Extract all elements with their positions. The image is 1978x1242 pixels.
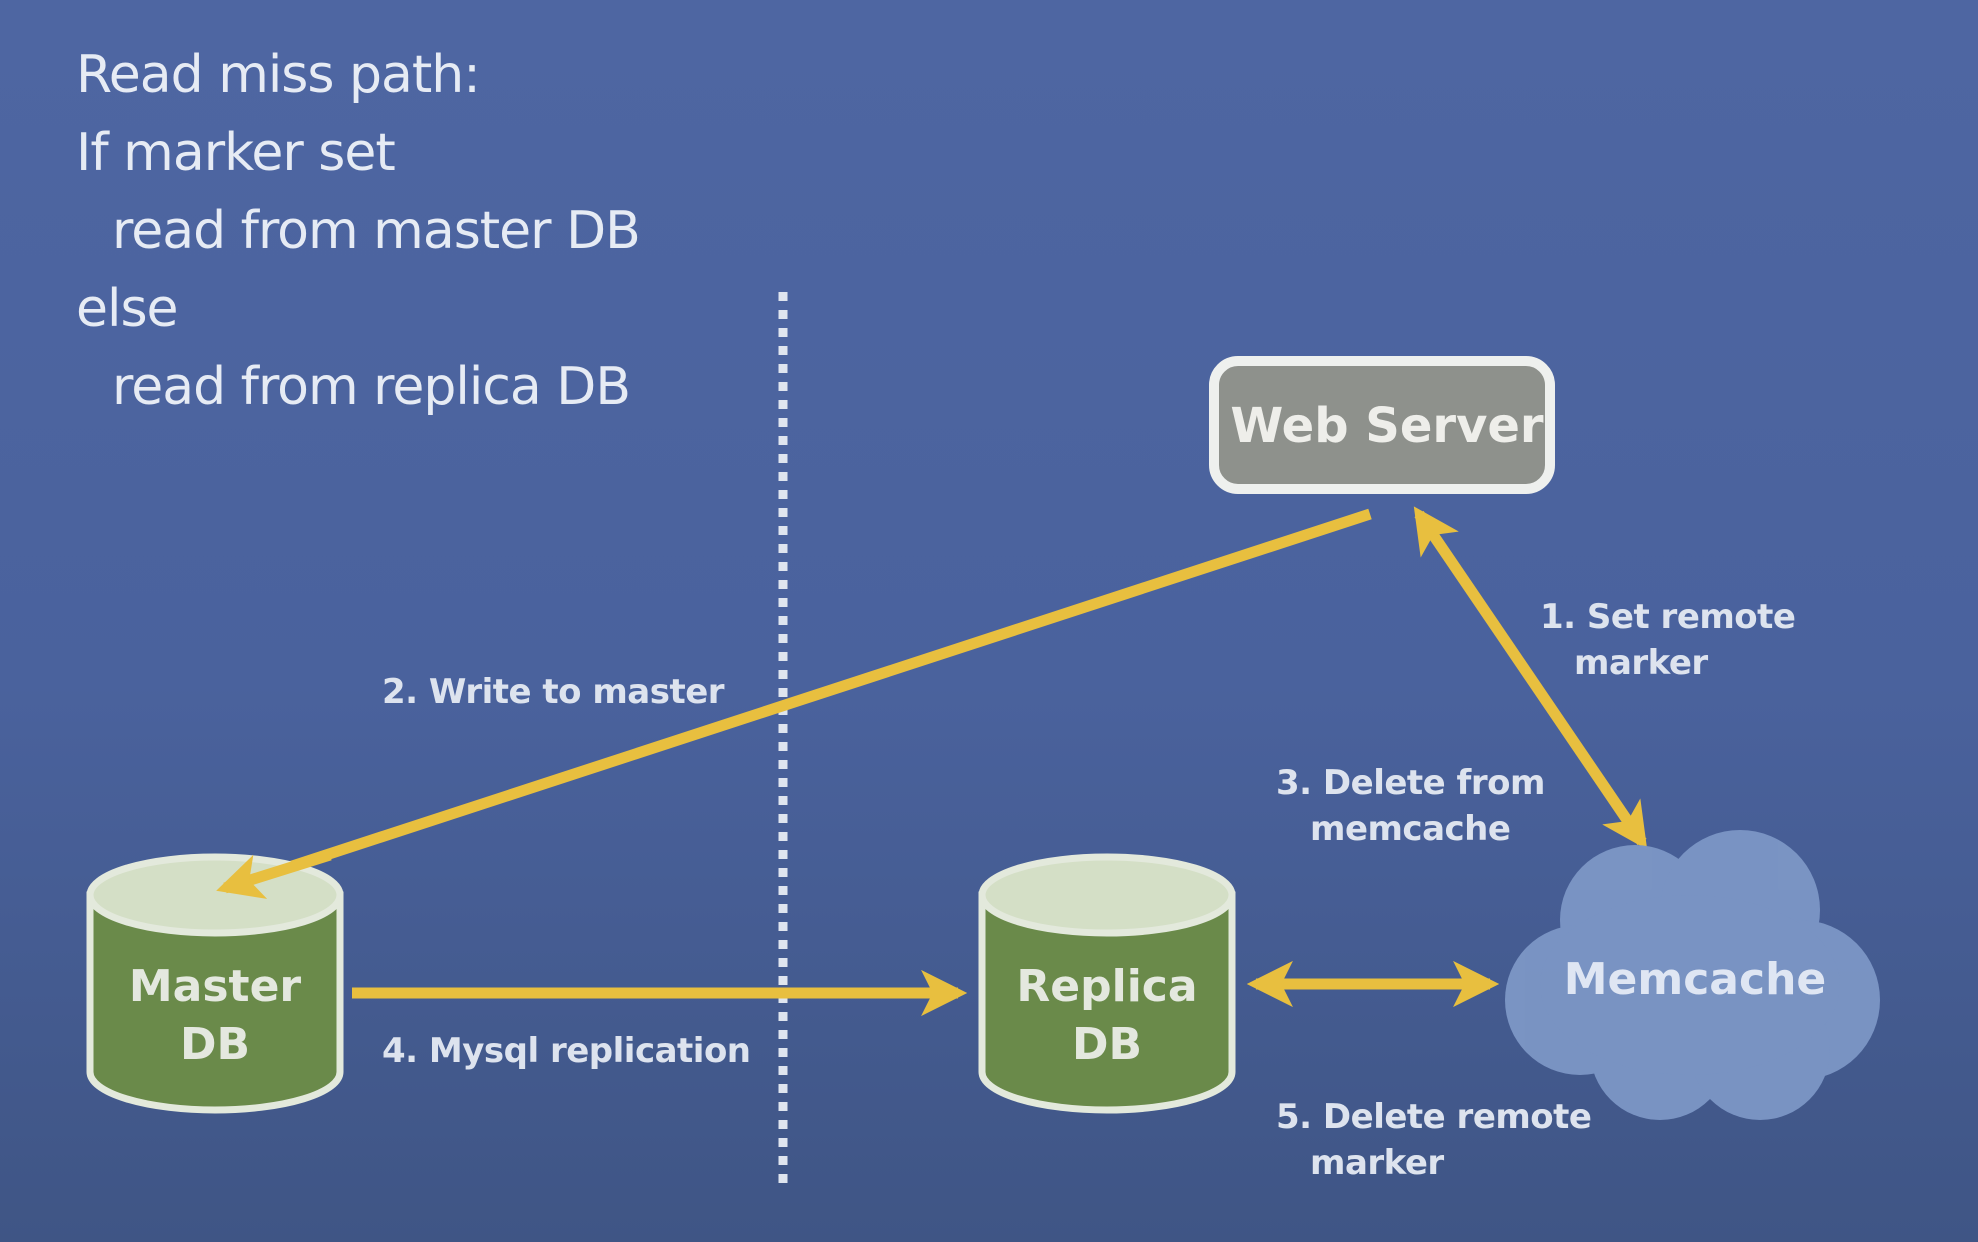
arrow-write-to-master [216,508,1372,899]
pseudocode-block: Read miss path: If marker set read from … [76,36,641,426]
replica-db-label-line2: DB [1071,1019,1143,1070]
replica-db-label: Replica DB [982,958,1232,1074]
code-line: read from replica DB [112,357,631,417]
step4-label: 4. Mysql replication [382,1031,751,1071]
arrow-write-to-master-head [216,849,332,899]
web-server-label: Web Server [1230,398,1544,454]
web-server-box [1209,356,1555,494]
step3-label: 3. Delete from memcache [1276,763,1545,849]
memcache-cloud [1505,830,1880,1120]
memcache-label: Memcache [1563,954,1827,1005]
master-db-label: Master DB [90,958,340,1074]
step5-label: 5. Delete remote marker [1276,1097,1592,1183]
master-db-label-line1: Master [128,961,302,1012]
code-line: Read miss path: [76,45,481,105]
step2-label: 2. Write to master [382,672,725,712]
replica-db-cylinder [978,853,1236,1114]
code-line: read from master DB [112,201,641,261]
code-line: else [76,279,179,339]
master-db-cylinder [86,853,344,1114]
code-line: If marker set [76,123,396,183]
master-db-label-line2: DB [179,1019,251,1070]
step1-label: 1. Set remote marker [1540,597,1796,683]
arrow-set-remote-marker [1413,506,1648,850]
replica-db-label-line1: Replica [1016,961,1198,1012]
